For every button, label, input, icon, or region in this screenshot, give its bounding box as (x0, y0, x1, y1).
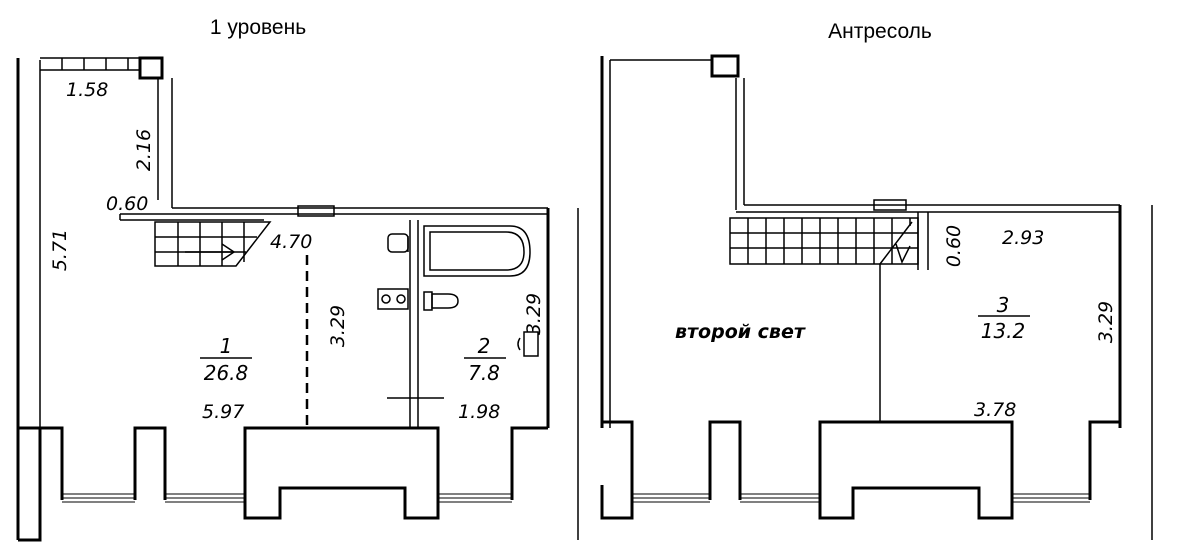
room-label: 1 26.8 (200, 334, 252, 385)
room-area: 26.8 (204, 361, 249, 385)
room-number: 1 (220, 334, 233, 358)
window (632, 493, 710, 503)
dimension-label: 5.97 (202, 401, 244, 423)
dimension-label: 3.29 (1095, 301, 1117, 343)
vent (297, 205, 335, 217)
level1-plan: 1.58 2.16 0.60 5.71 4.70 3.29 3.29 5.97 … (16, 56, 579, 542)
stove-icon (377, 288, 409, 310)
dimension-label: 4.70 (270, 231, 312, 253)
wall (18, 426, 42, 542)
room-number: 2 (478, 334, 491, 358)
room-area: 13.2 (981, 319, 1026, 343)
second-light-label: второй свет (675, 321, 806, 343)
room-label: 3 13.2 (978, 293, 1030, 343)
dimension-label: 0.60 (106, 193, 148, 215)
column (708, 420, 742, 500)
window (438, 493, 512, 503)
room-number: 3 (997, 293, 1010, 317)
mezzanine-title: Антресоль (828, 20, 932, 43)
mezzanine-plan: второй свет 0.60 2.93 3.29 3.78 3 13.2 (600, 54, 1153, 540)
staircase (154, 221, 272, 267)
staircase (729, 217, 919, 265)
dimension-label: 3.29 (327, 305, 349, 347)
room-label: 2 7.8 (464, 334, 506, 385)
window (62, 493, 135, 503)
column (710, 54, 740, 78)
room-area: 7.8 (468, 361, 500, 385)
washbasin-icon (523, 331, 539, 357)
dimension-label: 5.71 (49, 229, 71, 271)
window (165, 493, 245, 503)
vent (873, 199, 907, 211)
column (133, 426, 167, 500)
dimension-label: 3.78 (974, 399, 1016, 421)
bathtub-icon (423, 225, 531, 277)
dimension-label: 3.29 (523, 293, 545, 335)
sink-icon (387, 233, 409, 253)
dimension-label: 1.98 (458, 401, 500, 423)
dimension-label: 2.16 (133, 129, 155, 171)
toilet-icon (423, 291, 459, 311)
wall (602, 420, 634, 500)
dimension-label: 0.60 (943, 225, 965, 267)
level1-title: 1 уровень (210, 16, 306, 39)
window (1012, 493, 1090, 503)
column (138, 56, 164, 80)
dimension-label: 2.93 (1002, 227, 1044, 249)
column (818, 420, 1014, 500)
column (243, 426, 440, 500)
dimension-label: 1.58 (66, 79, 108, 101)
window (740, 493, 820, 503)
